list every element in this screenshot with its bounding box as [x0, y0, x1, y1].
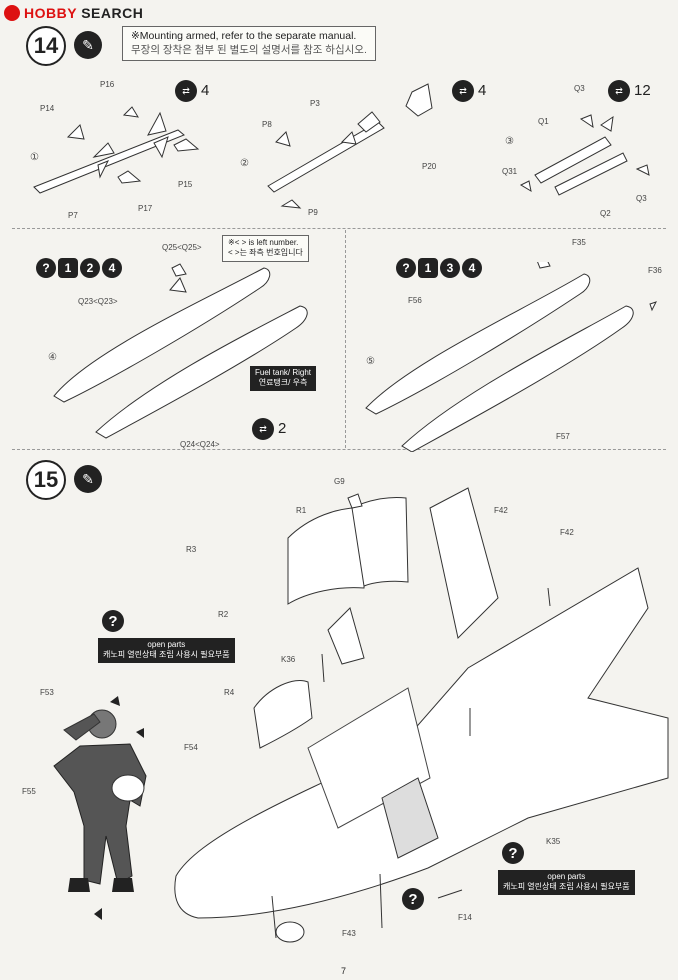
option-chip: 1 [418, 258, 438, 278]
part-label: P14 [40, 104, 55, 113]
make-copies-icon: ⇄ [175, 80, 197, 102]
part-label: F54 [184, 743, 198, 752]
part-label: P8 [262, 120, 272, 129]
pilot-figure-drawing [53, 696, 147, 920]
part-label: P3 [310, 99, 320, 108]
glue-pencil-icon: ✎ [74, 31, 102, 59]
sub1-quantity: ⇄4 [175, 80, 209, 102]
make-copies-icon: ⇄ [252, 418, 274, 440]
sub4-quantity: ⇄2 [252, 418, 286, 440]
option-chip: 1 [58, 258, 78, 278]
part-label: Q3 [636, 194, 647, 203]
part-label: P9 [308, 208, 318, 217]
sub3-mark: ③ [505, 136, 514, 147]
left-number-refbox: ※< > is left number. < >는 좌측 번호입니다 [222, 235, 309, 262]
option-question-icon: ? [502, 842, 524, 864]
pylon-drawing [519, 114, 650, 196]
page-number: 7 [341, 966, 347, 976]
part-label: P17 [138, 204, 153, 213]
part-label: Q24<Q24> [180, 440, 220, 449]
open-parts-note-1: open parts 캐노피 열린상태 조립 사용시 필요부품 [98, 638, 235, 663]
fuel-tank-left-drawing [365, 262, 657, 452]
open-parts-note-2: open parts 캐노피 열린상태 조립 사용시 필요부품 [498, 870, 635, 895]
part-label: G9 [334, 477, 345, 486]
option-chip: 3 [440, 258, 460, 278]
part-label: F55 [22, 787, 36, 796]
part-label: R4 [224, 688, 235, 697]
logo-word-search: SEARCH [76, 5, 144, 21]
sub5-option-chips: ? 1 3 4 [396, 258, 484, 278]
part-label: Q2 [600, 209, 611, 218]
section-divider [12, 449, 666, 450]
part-label: Q1 [538, 117, 549, 126]
sub2-quantity: ⇄4 [452, 80, 486, 102]
part-label: R2 [218, 610, 229, 619]
step-15-number: 15 [26, 460, 66, 500]
part-label: Q23<Q23> [78, 297, 118, 306]
part-label: K36 [281, 655, 296, 664]
part-label: R3 [186, 545, 197, 554]
part-label: K35 [546, 837, 561, 846]
section-divider [12, 228, 666, 229]
option-question-icon: ? [102, 610, 124, 632]
option-chip: 2 [80, 258, 100, 278]
option-question-icon: ? [402, 888, 424, 910]
glue-pencil-icon: ✎ [74, 465, 102, 493]
hobby-search-logo: HOBBY SEARCH [4, 4, 143, 22]
part-label: P20 [422, 162, 437, 171]
part-label: P7 [68, 211, 78, 220]
part-label: F42 [494, 506, 508, 515]
sub4-option-chips: ? 1 2 4 [36, 258, 124, 278]
part-label: F53 [40, 688, 54, 697]
part-label: F36 [648, 266, 662, 275]
part-label: F57 [556, 432, 570, 441]
note-english: ※Mounting armed, refer to the separate m… [131, 30, 357, 42]
part-label: F43 [342, 929, 356, 938]
sub5-mark: ⑤ [366, 356, 375, 367]
part-label: F35 [572, 238, 586, 247]
aircraft-fuselage-drawing [174, 487, 669, 943]
option-chip: ? [396, 258, 416, 278]
fuel-tank-right-drawing [53, 263, 308, 439]
sub4-mark: ④ [48, 352, 57, 363]
sidewinder-missile-drawing [33, 106, 200, 194]
option-chip: 4 [462, 258, 482, 278]
logo-mark-icon [4, 5, 20, 21]
sub1-mark: ① [30, 152, 39, 163]
sub3-quantity: ⇄12 [608, 80, 651, 102]
part-label: P16 [100, 80, 115, 89]
part-label: Q31 [502, 167, 518, 176]
part-label: F56 [408, 296, 422, 305]
part-label: F42 [560, 528, 574, 537]
part-label: Q3 [574, 84, 585, 93]
option-chip: 4 [102, 258, 122, 278]
part-label: Q25<Q25> [162, 243, 202, 252]
option-chip: ? [36, 258, 56, 278]
make-copies-icon: ⇄ [608, 80, 630, 102]
step-14-number: 14 [26, 26, 66, 66]
section-divider [345, 230, 346, 448]
sub2-mark: ② [240, 158, 249, 169]
part-label: P15 [178, 180, 193, 189]
make-copies-icon: ⇄ [452, 80, 474, 102]
step-14-note: ※Mounting armed, refer to the separate m… [122, 26, 376, 62]
note-korean: 무장의 장착은 첨부 된 별도의 설명서를 참조 하십시오. [131, 43, 367, 56]
part-label: F14 [458, 913, 472, 922]
part-label: R1 [296, 506, 307, 515]
sparrow-missile-drawing [267, 83, 433, 209]
logo-word-hobby: HOBBY [24, 5, 77, 21]
fuel-tank-right-label: Fuel tank/ Right 연료탱크/ 우측 [250, 366, 317, 391]
